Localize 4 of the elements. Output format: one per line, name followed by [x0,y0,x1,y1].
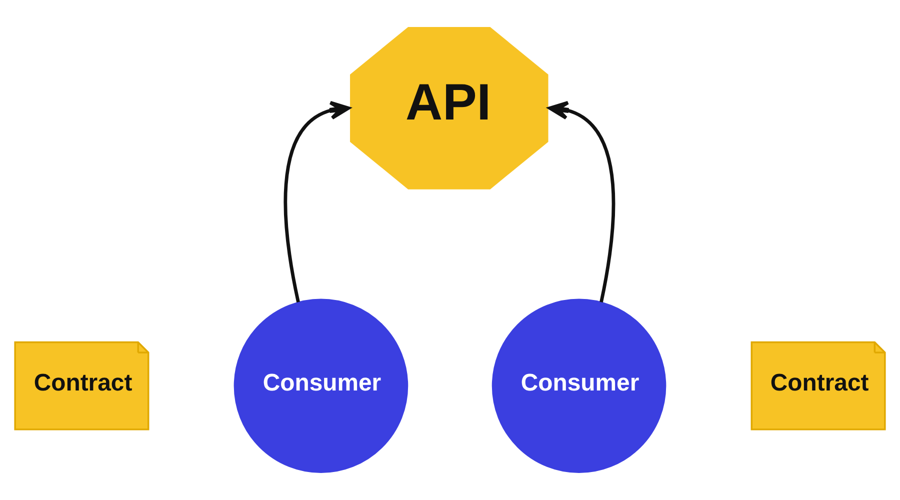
arrow [548,100,616,302]
arrow [284,100,350,302]
node-circle: Consumer [234,298,408,474]
node-circle: Consumer [492,298,666,474]
